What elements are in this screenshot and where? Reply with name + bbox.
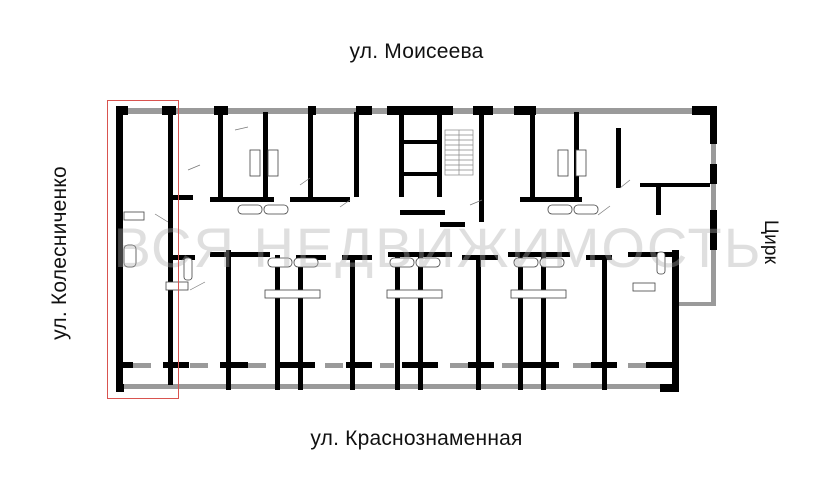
street-label-right: Цирк [760,219,781,265]
selected-apartment-highlight[interactable] [107,100,179,399]
bathroom-fixtures [123,149,666,299]
partition-walls [168,108,661,390]
corridor-walls [173,140,710,260]
street-label-top: ул. Моисеева [349,40,484,63]
stairwell [444,129,474,176]
door-swings [154,126,631,291]
street-label-left: ул. Колесниченко [48,166,71,340]
outer-walls [116,106,717,392]
street-label-bottom: ул. Краснознаменная [310,427,523,450]
